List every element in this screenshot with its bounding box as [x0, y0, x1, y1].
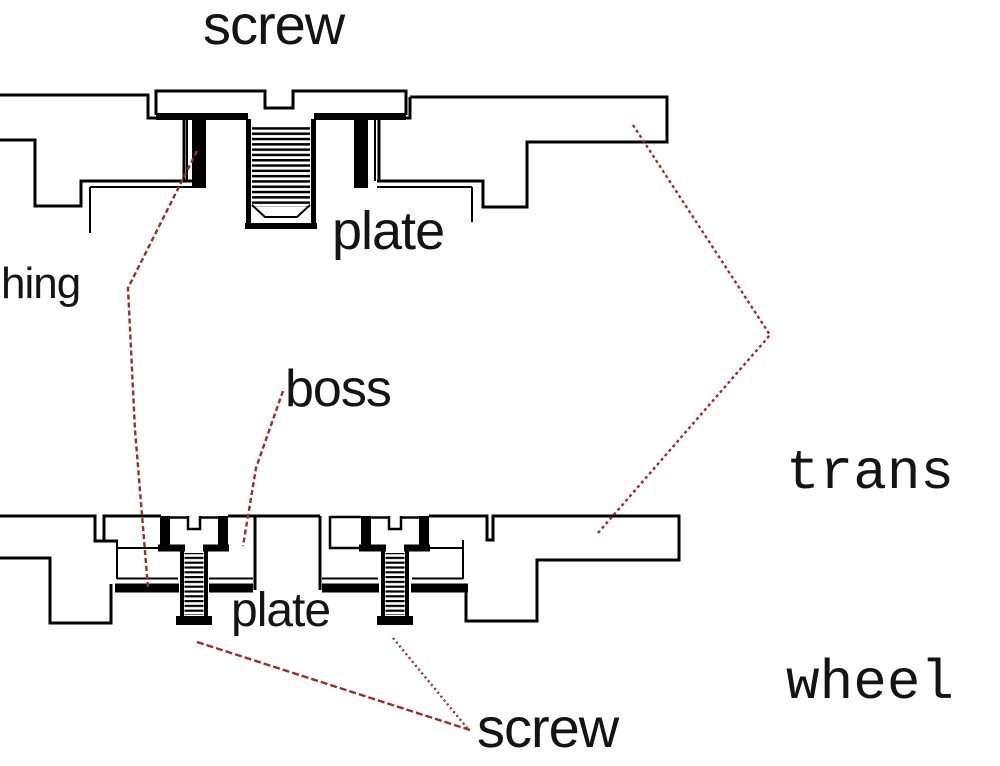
leader-screw-bottom-1 — [196, 640, 471, 732]
label-plate-top: plate — [332, 201, 445, 261]
label-screw-bottom: screw — [477, 696, 619, 759]
top-plate-part — [154, 89, 408, 120]
top-assembly — [0, 89, 669, 233]
bottom-screw-1-threads — [184, 553, 204, 615]
leader-boss — [241, 390, 285, 547]
top-screw-threads — [252, 127, 310, 207]
bottom-screw-2 — [359, 516, 430, 625]
leader-lines — [126, 124, 772, 732]
label-plate-bottom: plate — [231, 584, 331, 637]
leader-screw-bottom-2 — [392, 637, 469, 730]
top-wheel-left-section — [0, 93, 193, 233]
bottom-assembly — [0, 514, 681, 625]
top-bushing — [192, 114, 368, 188]
label-bushing-partial: hing — [1, 259, 81, 308]
top-screw — [245, 119, 317, 229]
label-trans-wheel: trans wheel — [786, 298, 954, 766]
bottom-screw-1 — [158, 516, 229, 625]
leader-bushing — [126, 150, 199, 589]
bottom-wheel-plate-outline — [0, 514, 681, 625]
label-boss: boss — [285, 360, 392, 418]
label-screw-top: screw — [203, 0, 345, 56]
leader-trans-wheel — [597, 124, 772, 534]
label-trans-wheel-line2: wheel — [786, 651, 955, 715]
label-trans-wheel-line1: trans — [786, 441, 955, 505]
bottom-screw-2-threads — [385, 553, 405, 615]
